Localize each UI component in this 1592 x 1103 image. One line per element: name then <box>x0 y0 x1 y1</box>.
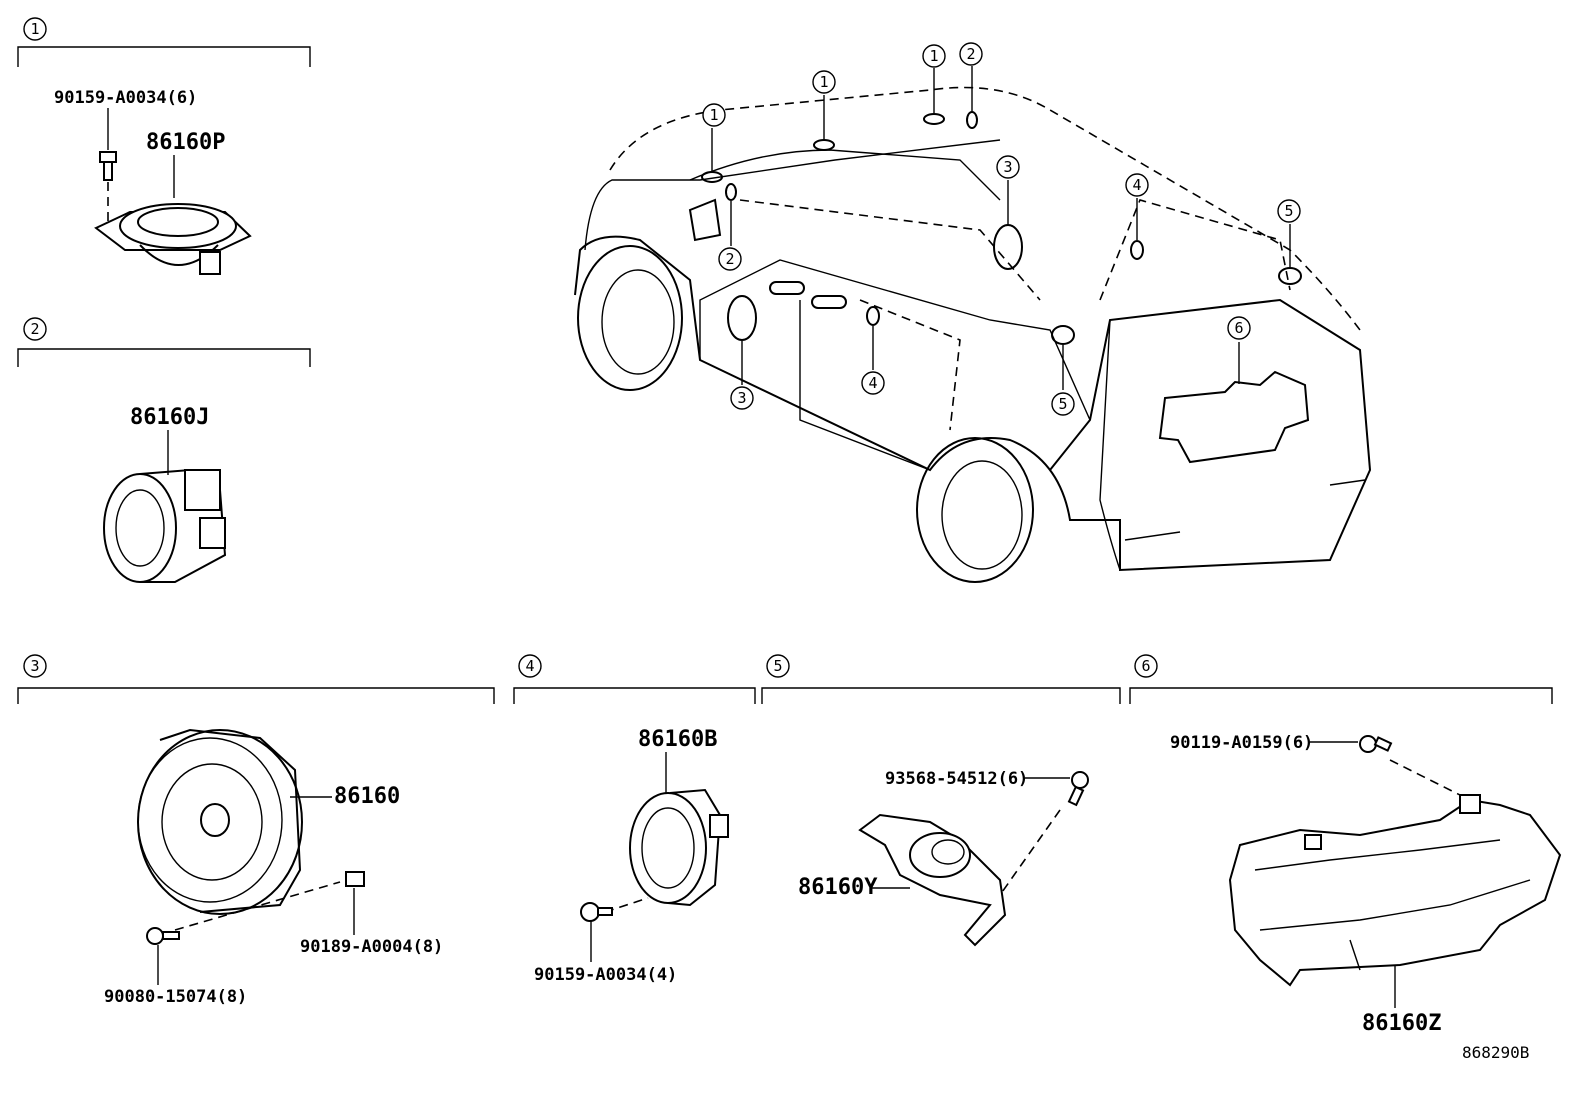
speaker-location-ring <box>701 171 723 183</box>
rear-wheel-icon <box>916 437 1034 583</box>
section-3-clip-label[interactable]: 90189-A0004(8) <box>300 937 443 957</box>
bolt-icon <box>99 151 117 181</box>
section-1-number: 1 <box>30 20 39 38</box>
section-4: 4 86160B 90159-A0034(4) <box>513 654 756 985</box>
speaker-86160J-icon <box>103 468 227 583</box>
section-5-badge <box>766 654 790 678</box>
section-1-bolt-label[interactable]: 90159-A0034(6) <box>54 88 197 108</box>
vehicle-callout[interactable]: 2 <box>959 42 983 66</box>
section-5-bracket <box>761 687 1121 704</box>
section-4-screw-label[interactable]: 90159-A0034(4) <box>534 965 677 985</box>
section-3: 3 86160 90189-A0004(8) 90080-15074(8) <box>17 654 495 1007</box>
section-6: 6 90119-A0159(6) 86160Z <box>1129 654 1562 1036</box>
section-3-number: 3 <box>30 657 39 675</box>
subwoofer-86160Z-icon <box>1228 794 1562 987</box>
speaker-location-ring <box>1278 267 1302 285</box>
speaker-location-ring <box>1130 240 1144 260</box>
vehicle-callout[interactable]: 6 <box>1227 316 1251 340</box>
section-5-number: 5 <box>773 657 782 675</box>
vehicle-callout[interactable]: 5 <box>1051 392 1075 416</box>
section-6-bracket <box>1129 687 1553 704</box>
bolt-icon <box>1359 735 1393 753</box>
svg-text:3: 3 <box>737 389 746 407</box>
section-3-part-label[interactable]: 86160 <box>334 784 400 809</box>
svg-text:3: 3 <box>1003 158 1012 176</box>
section-6-badge <box>1134 654 1158 678</box>
section-6-number: 6 <box>1141 657 1150 675</box>
section-3-badge <box>23 654 47 678</box>
speaker-location-ring <box>1051 325 1075 345</box>
door-handle-icon <box>769 281 805 295</box>
vehicle-callout[interactable]: 1 <box>922 44 946 68</box>
subwoofer-location-outline <box>1158 370 1310 464</box>
section-3-bracket <box>17 687 495 704</box>
section-2: 2 86160J <box>17 317 311 583</box>
vehicle-callout[interactable]: 3 <box>996 155 1020 179</box>
svg-text:4: 4 <box>868 374 877 392</box>
clip-icon <box>345 871 365 887</box>
front-wheel-icon <box>577 245 683 391</box>
section-6-bolt-label[interactable]: 90119-A0159(6) <box>1170 733 1313 753</box>
vehicle-callout[interactable]: 1 <box>702 103 726 127</box>
speaker-86160-icon <box>137 728 303 915</box>
section-2-part-label[interactable]: 86160J <box>130 405 209 430</box>
section-5-screw-label[interactable]: 93568-54512(6) <box>885 769 1028 789</box>
section-3-screw-label[interactable]: 90080-15074(8) <box>104 987 247 1007</box>
speaker-location-ring <box>923 113 945 125</box>
speaker-location-ring <box>727 295 757 341</box>
section-1-part-label[interactable]: 86160P <box>146 130 225 155</box>
section-2-number: 2 <box>30 320 39 338</box>
vehicle-callout[interactable]: 3 <box>730 386 754 410</box>
section-1-bracket <box>17 46 311 67</box>
speaker-location-ring <box>966 111 978 129</box>
section-5-part-label[interactable]: 86160Y <box>798 875 878 900</box>
door-handle-icon <box>811 295 847 309</box>
svg-text:2: 2 <box>966 45 975 63</box>
svg-text:4: 4 <box>1132 176 1141 194</box>
vehicle-callout[interactable]: 5 <box>1277 199 1301 223</box>
section-1: 1 90159-A0034(6) 86160P <box>17 17 311 275</box>
svg-text:5: 5 <box>1284 202 1293 220</box>
speaker-86160P-icon <box>94 203 252 275</box>
section-2-badge <box>23 317 47 341</box>
section-1-badge <box>23 17 47 41</box>
section-4-badge <box>518 654 542 678</box>
speaker-86160B-icon <box>629 788 729 907</box>
speaker-location-ring <box>725 183 737 201</box>
speaker-86160Y-icon <box>858 813 1007 947</box>
svg-text:2: 2 <box>725 250 734 268</box>
vehicle-illustration: 1 2 1 1 2 2 3 3 4 <box>574 42 1372 583</box>
mirror-icon <box>688 198 722 242</box>
speaker-location-ring <box>866 306 880 326</box>
speaker-location-ring <box>813 139 835 151</box>
screw-icon <box>580 902 613 922</box>
svg-text:5: 5 <box>1058 395 1067 413</box>
screw-icon <box>146 927 180 945</box>
section-2-bracket <box>17 348 311 367</box>
svg-text:1: 1 <box>929 47 938 65</box>
section-4-bracket <box>513 687 756 704</box>
section-6-part-label[interactable]: 86160Z <box>1362 1011 1441 1036</box>
vehicle-callout[interactable]: 4 <box>861 371 885 395</box>
svg-text:1: 1 <box>819 73 828 91</box>
screw-icon <box>1067 771 1089 807</box>
svg-text:1: 1 <box>709 106 718 124</box>
vehicle-callout[interactable]: 2 <box>718 247 742 271</box>
diagram-code: 868290B <box>1462 1043 1529 1062</box>
section-5: 5 93568-54512(6) 86160Y <box>761 654 1121 947</box>
section-4-part-label[interactable]: 86160B <box>638 727 717 752</box>
vehicle-callout[interactable]: 4 <box>1125 173 1149 197</box>
section-4-number: 4 <box>525 657 534 675</box>
vehicle-callout[interactable]: 1 <box>812 70 836 94</box>
speaker-location-ring <box>993 224 1023 270</box>
svg-text:6: 6 <box>1234 319 1243 337</box>
